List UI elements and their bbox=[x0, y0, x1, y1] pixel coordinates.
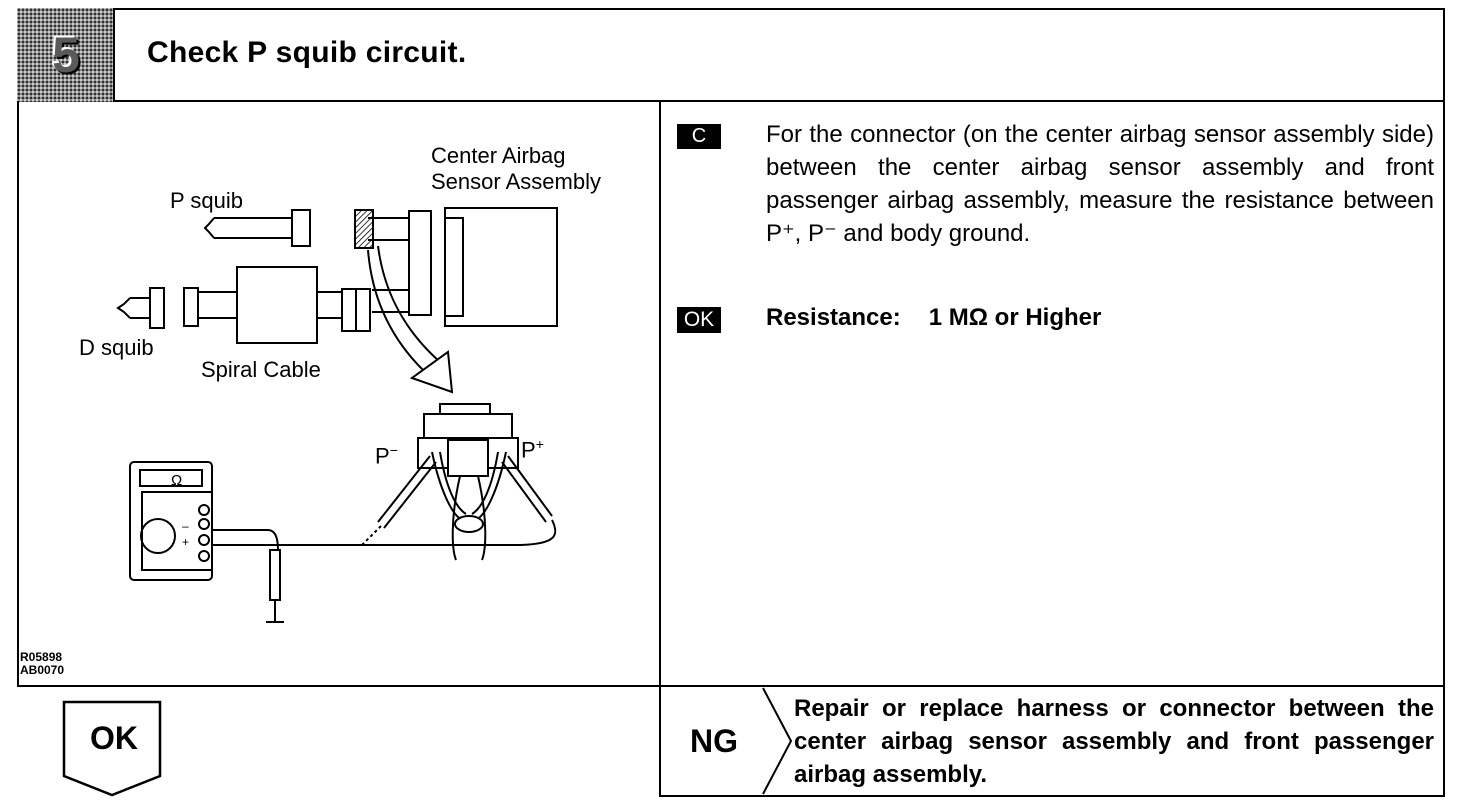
column-divider bbox=[659, 101, 661, 797]
spiral-cable-illustration bbox=[183, 266, 371, 344]
d-squib-illustration bbox=[116, 287, 165, 329]
hatched-connector bbox=[354, 209, 374, 249]
ng-chevron bbox=[762, 687, 793, 795]
spec-label: Resistance: bbox=[766, 304, 901, 331]
tester-probes bbox=[207, 455, 557, 623]
center-airbag-sensor-illustration bbox=[444, 207, 558, 327]
step-number: 5 bbox=[52, 27, 80, 83]
instruction-text: For the connector (on the center airbag … bbox=[766, 121, 1434, 247]
spiral-cable-label: Spiral Cable bbox=[201, 357, 321, 382]
ng-result-label: NG bbox=[690, 723, 738, 759]
ohm-symbol: Ω bbox=[171, 472, 182, 489]
wiring-diagram: Ω – + bbox=[116, 207, 558, 623]
center-airbag-label-line2: Sensor Assembly bbox=[431, 169, 601, 194]
check-badge: C bbox=[677, 124, 721, 149]
spec-value: 1 MΩ or Higher bbox=[928, 304, 1102, 331]
reference-code-1: R05898 bbox=[20, 650, 63, 664]
ok-badge: OK bbox=[677, 307, 721, 333]
p-minus-label: P− bbox=[375, 442, 398, 469]
ok-result-arrow bbox=[62, 700, 162, 797]
p-plus-label: P+ bbox=[521, 436, 544, 463]
svg-text:–: – bbox=[182, 519, 189, 533]
d-squib-label: D squib bbox=[79, 335, 154, 360]
svg-text:+: + bbox=[182, 535, 189, 549]
reference-code-2: AB0070 bbox=[20, 663, 65, 677]
resistance-spec: Resistance: 1 MΩ or Higher bbox=[766, 304, 1101, 332]
ok-result-label: OK bbox=[90, 720, 138, 756]
connector-closeup bbox=[417, 403, 519, 561]
step-number-box bbox=[17, 8, 115, 102]
p-squib-label: P squib bbox=[170, 188, 243, 213]
ng-result-text: Repair or replace harness or connector b… bbox=[794, 695, 1434, 788]
callout-arrow bbox=[367, 245, 454, 394]
step-title: Check P squib circuit. bbox=[147, 36, 467, 69]
multimeter-illustration bbox=[129, 461, 213, 581]
center-airbag-label-line1: Center Airbag bbox=[431, 143, 566, 168]
p-squib-illustration bbox=[203, 209, 311, 247]
